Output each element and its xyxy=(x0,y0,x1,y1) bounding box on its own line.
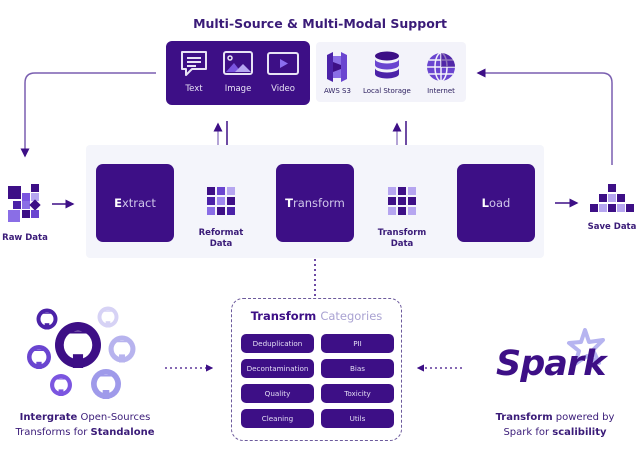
category-deduplication: Deduplication xyxy=(241,334,314,353)
github-icon xyxy=(96,305,120,329)
category-toxicity: Toxicity xyxy=(321,384,394,403)
modality-image: Image xyxy=(218,49,258,94)
load-rest: oad xyxy=(488,196,511,210)
transform-rest: ransform xyxy=(292,196,345,210)
github-icon xyxy=(35,307,59,331)
spark-star-icon xyxy=(567,328,605,366)
spark-line1: Transform powered by xyxy=(470,410,640,425)
transform-data-icon xyxy=(388,187,416,215)
text-message-icon xyxy=(181,51,207,76)
source-local-storage: Local Storage xyxy=(363,50,411,95)
modality-label: Video xyxy=(271,84,295,94)
globe-icon xyxy=(427,52,455,82)
github-icon xyxy=(49,373,73,397)
aws-s3-icon xyxy=(327,52,348,82)
title-bold: Transform xyxy=(250,309,317,323)
save-data-icon xyxy=(590,184,634,212)
caption-bold: scalibility xyxy=(552,427,607,438)
category-bias: Bias xyxy=(321,359,394,378)
caption-rest: Open-Sources xyxy=(77,412,151,423)
modality-label: Text xyxy=(185,84,203,94)
caption-bold: Transform xyxy=(495,412,553,423)
arrow-to-raw-data xyxy=(20,72,156,158)
category-pii: PII xyxy=(321,334,394,353)
modality-text: Text xyxy=(174,49,214,94)
reformat-data-line1: Reformat xyxy=(198,228,244,238)
transform-data-label: Transform Data xyxy=(370,228,434,250)
open-source-caption: Intergrate Open-Sources Transforms for S… xyxy=(0,410,170,440)
github-icon xyxy=(107,334,137,364)
source-label: Internet xyxy=(427,87,455,95)
spark-caption: Transform powered by Spark for scalibili… xyxy=(470,410,640,440)
extract-rest: xtract xyxy=(121,196,156,210)
load-initial: L xyxy=(481,196,489,210)
database-icon xyxy=(374,51,399,79)
spark-logo: Spark xyxy=(496,344,606,384)
reformat-data-label: Reformat Data xyxy=(190,228,252,250)
caption-bold: Standalone xyxy=(90,427,155,438)
modality-label: Image xyxy=(224,84,252,94)
github-cluster xyxy=(26,305,137,401)
transform-data-line1: Transform xyxy=(377,228,427,238)
save-data-label: Save Data xyxy=(587,222,637,232)
video-icon xyxy=(267,52,299,75)
extract-initial: E xyxy=(114,196,122,210)
caption-rest: powered by xyxy=(552,412,615,423)
category-cleaning: Cleaning xyxy=(241,409,314,428)
reformat-data-line2: Data xyxy=(209,239,233,249)
raw-data-label: Raw Data xyxy=(2,233,48,243)
transform-initial: T xyxy=(285,196,293,210)
spark-line2: Spark for scalibility xyxy=(470,425,640,440)
category-grid: Deduplication PII Decontamination Bias Q… xyxy=(241,334,394,428)
source-aws-s3: AWS S3 xyxy=(324,50,351,95)
modality-box: Text Image Video xyxy=(166,41,310,105)
caption-rest: Spark for xyxy=(503,427,553,438)
transform-data-line2: Data xyxy=(390,239,414,249)
reformat-data-icon xyxy=(207,187,235,215)
modality-video: Video xyxy=(263,49,303,94)
caption-bold: Intergrate xyxy=(19,412,78,423)
github-icon xyxy=(53,320,103,370)
caption-rest: Transforms for xyxy=(15,427,91,438)
open-source-line2: Transforms for Standalone xyxy=(0,425,170,440)
source-internet: Internet xyxy=(425,50,457,95)
transform-categories-box: Transform Categories Deduplication PII D… xyxy=(231,298,402,441)
image-icon xyxy=(223,51,253,75)
open-source-line1: Intergrate Open-Sources xyxy=(0,410,170,425)
diagram-title: Multi-Source & Multi-Modal Support xyxy=(193,16,447,31)
source-label: Local Storage xyxy=(363,87,411,95)
source-label: AWS S3 xyxy=(324,87,351,95)
category-decontamination: Decontamination xyxy=(241,359,314,378)
arrow-save-to-sources xyxy=(476,68,613,165)
raw-data-icon xyxy=(8,184,41,222)
transform-categories-title: Transform Categories xyxy=(232,309,401,323)
title-light: Categories xyxy=(320,309,383,323)
category-quality: Quality xyxy=(241,384,314,403)
github-icon xyxy=(26,344,52,370)
github-icon xyxy=(89,367,123,401)
source-box: AWS S3 Local Storage Internet xyxy=(316,42,466,102)
category-utils: Utils xyxy=(321,409,394,428)
